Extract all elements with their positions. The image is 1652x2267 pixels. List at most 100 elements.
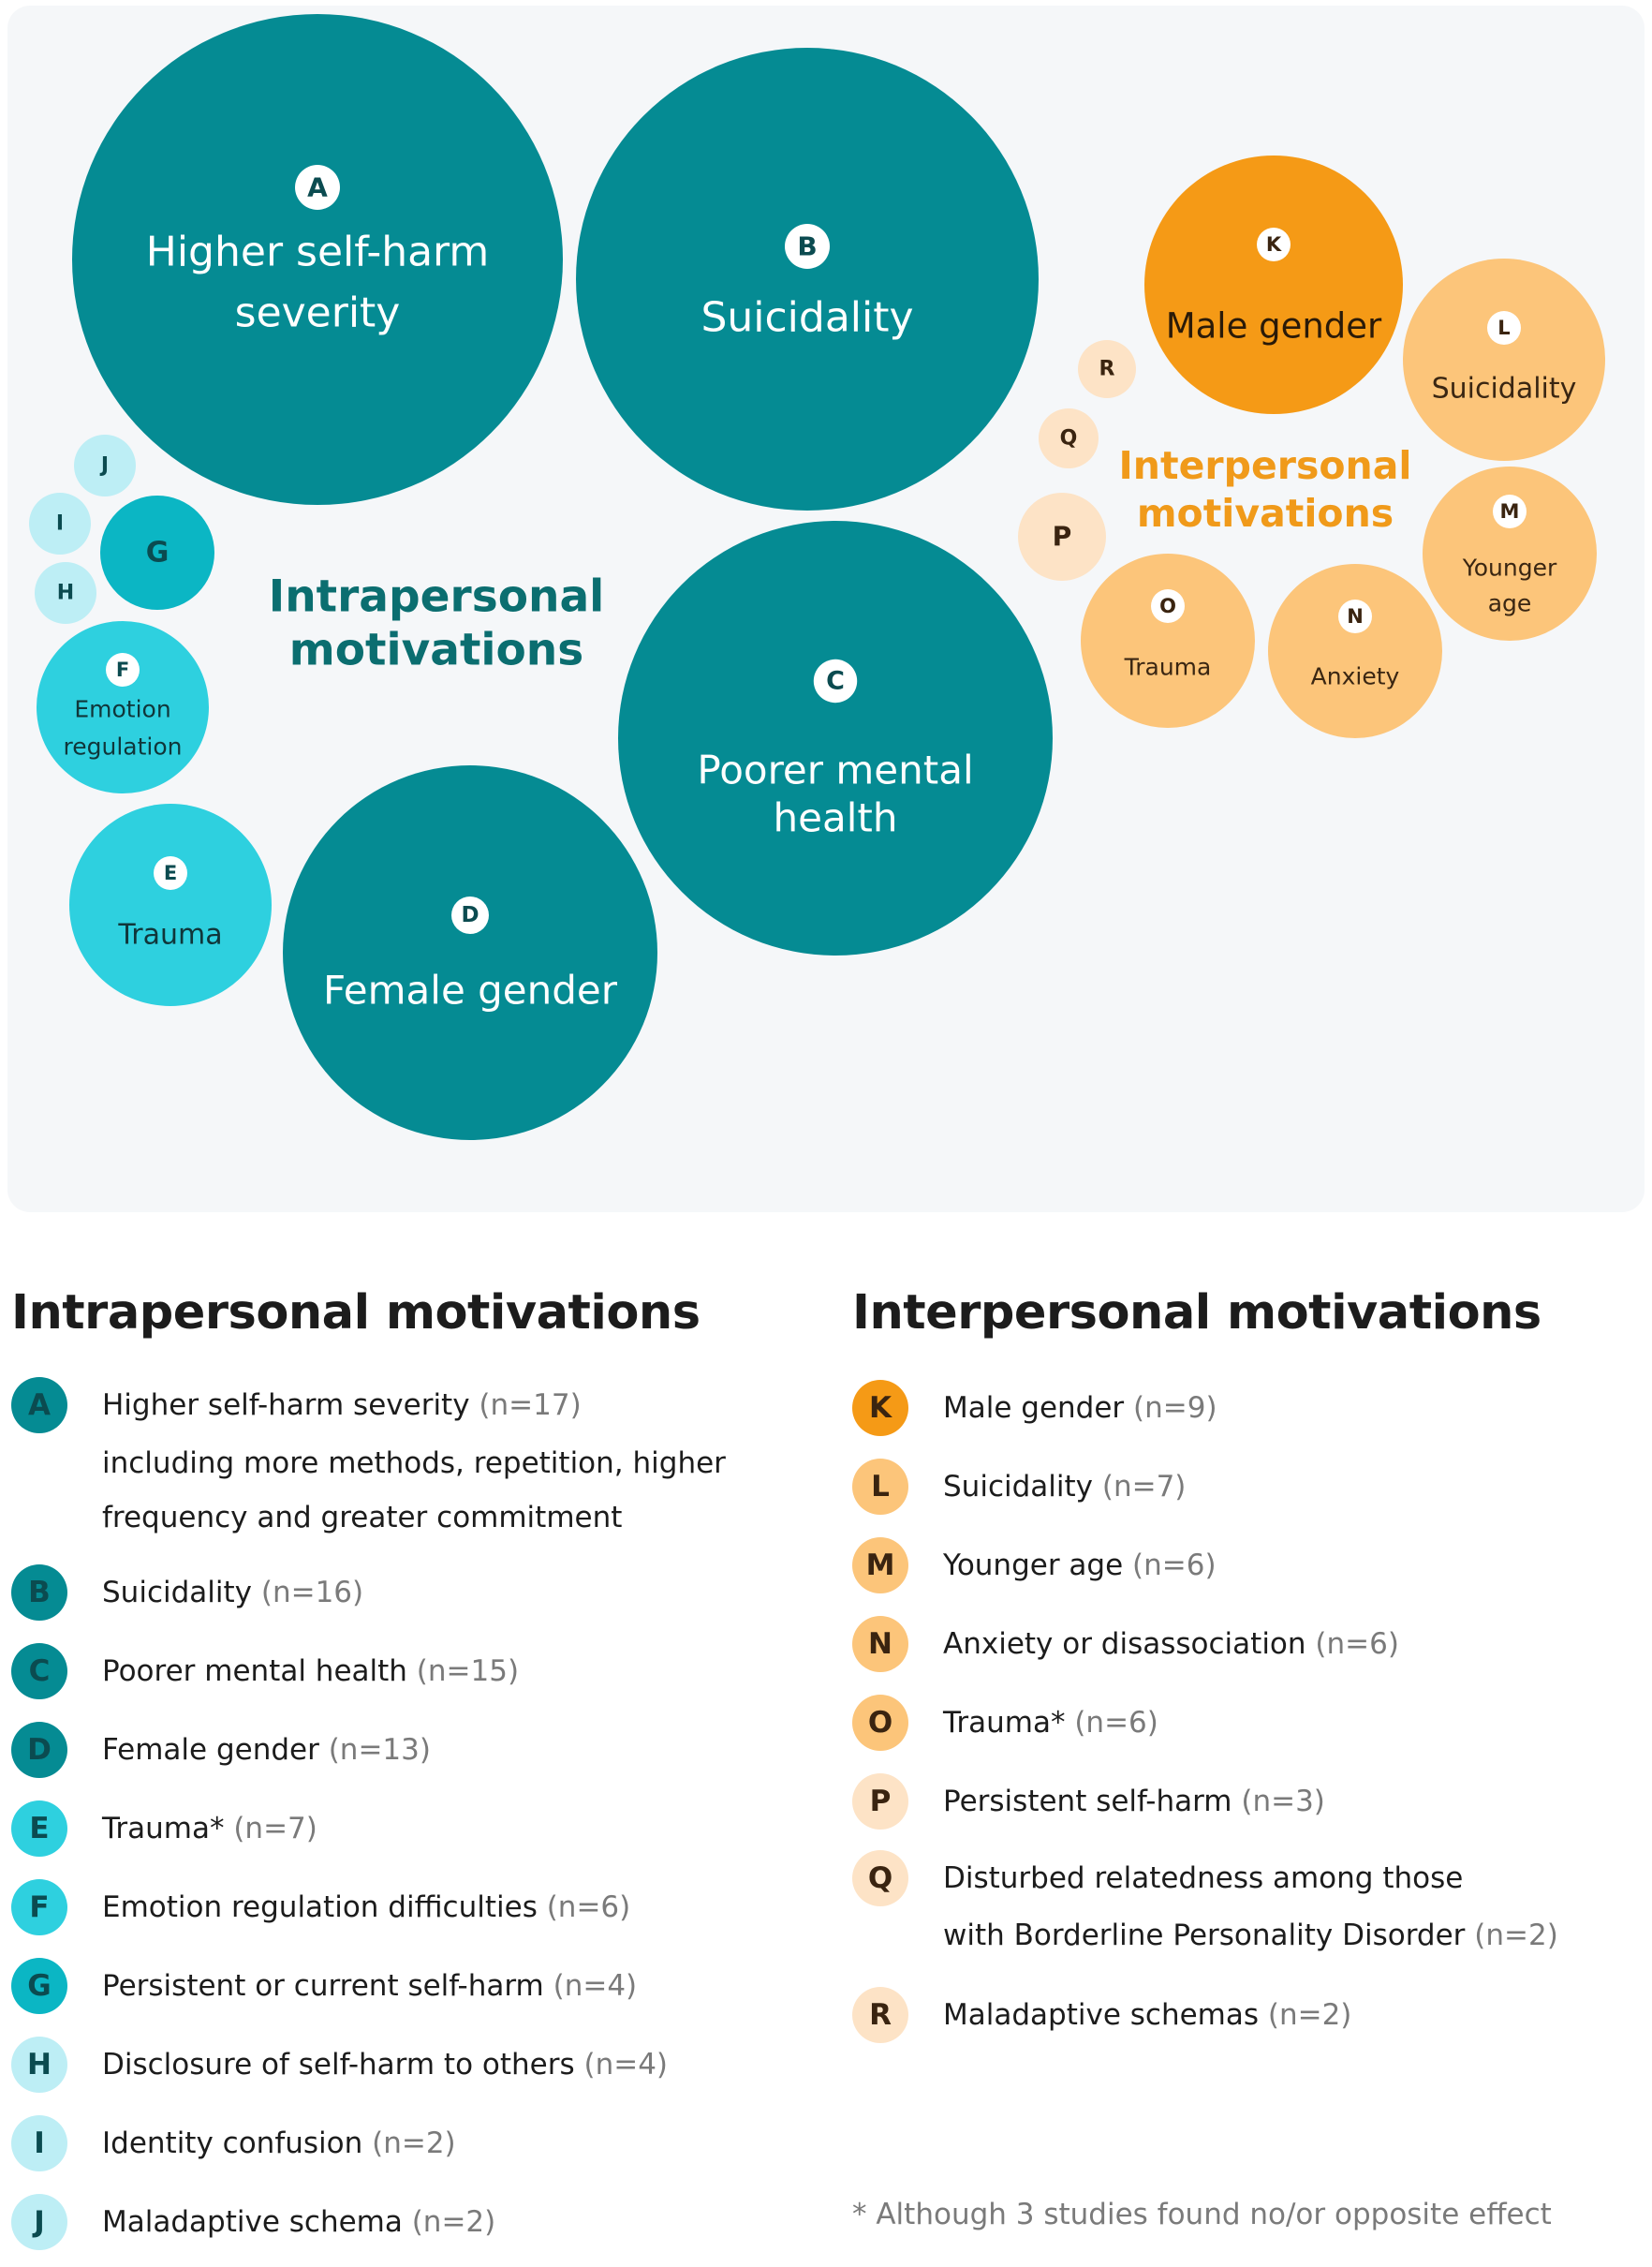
legend-count: (n=6) — [537, 1890, 631, 1924]
inter-group-title: Interpersonal — [1119, 443, 1412, 488]
bubble-j: J — [74, 435, 136, 496]
legend-badge: C — [11, 1643, 67, 1699]
bubble-letter: H — [57, 582, 74, 605]
legend-badge: E — [11, 1800, 67, 1857]
bubble-letter: C — [826, 667, 845, 696]
legend-label: Female gender — [102, 1733, 319, 1767]
legend-label: Younger age — [943, 1548, 1124, 1582]
legend-label: Maladaptive schemas — [943, 1998, 1260, 2032]
bubble-g: G — [100, 496, 214, 610]
bubble-k: K Male gender — [1144, 156, 1403, 414]
bubble-label: Female gender — [323, 968, 618, 1014]
letter-badge — [813, 659, 858, 704]
bubble-circle — [69, 804, 272, 1006]
bubble-letter: E — [164, 862, 177, 884]
legend-count: (n=9) — [1124, 1391, 1217, 1425]
bubble-d: D Female gender — [283, 765, 657, 1140]
inter-group-title: motivations — [1137, 491, 1394, 536]
footnote: * Although 3 studies found no/or opposit… — [852, 2198, 1552, 2231]
legend-label: Suicidality — [943, 1470, 1093, 1504]
bubble-circle — [1423, 467, 1597, 641]
bubble-circle — [1039, 408, 1099, 468]
legend-badge: M — [852, 1537, 908, 1593]
bubble-circle — [100, 496, 214, 610]
bubble-label: Poorer mental — [697, 748, 973, 793]
bubble-circle — [1268, 564, 1442, 738]
bubble-label: Suicidality — [701, 294, 913, 342]
bubble-circle — [29, 493, 91, 555]
bubble-circle — [37, 621, 209, 793]
legend-count: (n=6) — [1065, 1706, 1158, 1740]
bubble-circle — [1018, 493, 1106, 581]
legend-count: (n=3) — [1232, 1785, 1325, 1818]
legend-badge: O — [852, 1695, 908, 1751]
legend-label: Emotion regulation difficulties — [102, 1890, 538, 1924]
bubble-h: H — [35, 562, 96, 624]
legend-count: (n=15) — [406, 1654, 520, 1688]
letter-badge — [1487, 311, 1521, 345]
bubble-letter: Q — [1060, 427, 1078, 451]
bubble-letter: D — [461, 903, 479, 927]
legend-count: (n=2) — [402, 2205, 496, 2239]
bubble-label: Suicidality — [1432, 373, 1577, 406]
legend-note: including more methods, repetition, high… — [102, 1446, 726, 1480]
bubble-label: Trauma — [117, 919, 222, 952]
inter-legend-title: Interpersonal motivations — [852, 1285, 1541, 1341]
bubble-letter: F — [116, 659, 129, 681]
bubble-label: age — [1488, 590, 1532, 617]
bubble-letter: N — [1347, 605, 1364, 628]
bubble-letter: P — [1053, 522, 1072, 553]
bubble-circle — [74, 435, 136, 496]
bubble-circle — [1144, 156, 1403, 414]
legend-count: (n=2) — [1259, 1998, 1352, 2032]
letter-badge — [1493, 495, 1527, 528]
legend-label: Trauma* — [102, 1812, 225, 1845]
legend-badge: P — [852, 1773, 908, 1830]
legend-count: (n=6) — [1123, 1548, 1217, 1582]
legend-item-m: M Younger age (n=6) — [852, 1537, 1620, 1593]
legend-label: Anxiety or disassociation — [943, 1627, 1306, 1661]
bubble-circle — [72, 14, 563, 505]
bubble-circle — [1081, 554, 1255, 728]
legend-count: (n=4) — [543, 1969, 638, 2003]
legend-label: Male gender — [943, 1391, 1125, 1425]
intra-group-title: motivations — [289, 625, 584, 676]
legend-badge: J — [11, 2194, 67, 2250]
bubble-r: R — [1078, 340, 1136, 398]
legend-note: with Borderline Personality Disorder (n=… — [943, 1919, 1558, 1952]
intra-legend-title: Intrapersonal motivations — [11, 1285, 701, 1341]
bubble-letter: K — [1266, 233, 1282, 256]
legend-label: Suicidality — [102, 1576, 252, 1609]
bubble-circle — [1078, 340, 1136, 398]
legend-count: (n=13) — [318, 1733, 431, 1767]
bubble-e: E Trauma — [69, 804, 272, 1006]
bubble-circle — [576, 48, 1039, 511]
legend-badge: I — [11, 2115, 67, 2171]
bubble-label: Trauma — [1124, 654, 1212, 681]
legend-label: Maladaptive schema — [102, 2205, 403, 2239]
legend-badge: F — [11, 1879, 67, 1935]
bubble-label: Higher self-harm — [146, 229, 489, 276]
bubble-letter: R — [1099, 358, 1115, 381]
legend-count: (n=17) — [469, 1388, 582, 1422]
legend-badge: H — [11, 2037, 67, 2093]
legend-label: Higher self-harm severity — [102, 1388, 470, 1422]
letter-badge — [451, 896, 489, 934]
bubble-circle — [283, 765, 657, 1140]
legend-label: Identity confusion — [102, 2126, 363, 2160]
bubble-letter: A — [307, 172, 328, 203]
bubble-label: Male gender — [1166, 306, 1382, 347]
legend-badge: G — [11, 1958, 67, 2014]
